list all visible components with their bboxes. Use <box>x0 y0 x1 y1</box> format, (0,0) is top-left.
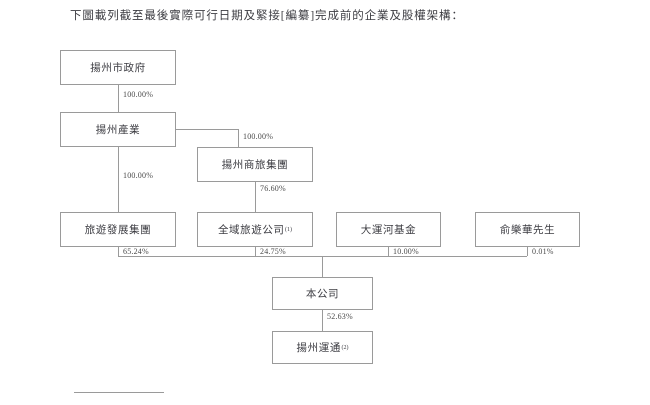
node-label: 全域旅遊公司 <box>217 225 285 236</box>
node-label: 俞樂華先生 <box>499 225 556 236</box>
node-yangzhou-yuntong[interactable]: 揚州運通(2) <box>272 331 373 364</box>
edge-tdg-stub <box>118 247 119 256</box>
node-yangzhou-municipal-government[interactable]: 揚州市政府 <box>60 50 176 85</box>
edge-label-gcf-to-company: 10.00% <box>392 247 420 256</box>
edge-industry-to-btg-vertical <box>238 129 239 158</box>
node-label: 揚州產業 <box>95 125 141 136</box>
edge-label-quanyu-to-company: 24.75% <box>259 247 287 256</box>
edge-label-tdg-to-company: 65.24% <box>122 247 150 256</box>
edge-company-to-yuntong <box>322 310 323 331</box>
node-label: 大運河基金 <box>360 225 417 236</box>
node-grand-canal-fund[interactable]: 大運河基金 <box>336 212 441 247</box>
node-the-company[interactable]: 本公司 <box>272 277 373 310</box>
node-yangzhou-industry[interactable]: 揚州產業 <box>60 112 176 147</box>
edge-label-yu-to-company: 0.01% <box>531 247 555 256</box>
node-label: 本公司 <box>305 289 340 300</box>
edge-industry-to-tdg <box>118 147 119 212</box>
node-label: 揚州市政府 <box>90 63 146 74</box>
intro-paragraph: 下圖載列截至最後實際可行日期及緊接[編纂]完成前的企業及股權架構： <box>70 10 464 22</box>
footnote-separator-rule <box>74 392 164 393</box>
edge-quanyu-stub <box>255 247 256 256</box>
edge-label-gov-to-industry: 100.00% <box>122 90 155 99</box>
edge-btg-to-quanyu <box>255 182 256 212</box>
edge-gcf-stub <box>388 247 389 256</box>
edge-label-industry-to-btg: 100.00% <box>242 132 275 141</box>
node-quanyu-tourism-company[interactable]: 全域旅遊公司(1) <box>197 212 313 247</box>
node-label: 旅遊發展集團 <box>84 225 152 236</box>
edge-industry-to-btg-horizontal <box>176 129 238 130</box>
node-mr-yu-lehua[interactable]: 俞樂華先生 <box>475 212 580 247</box>
node-label: 揚州運通 <box>296 343 341 354</box>
node-yangzhou-business-travel-group[interactable]: 揚州商旅集團 <box>197 147 313 182</box>
edge-bus-to-company <box>322 256 323 281</box>
node-tourism-development-group[interactable]: 旅遊發展集團 <box>60 212 176 247</box>
edge-label-btg-to-quanyu: 76.60% <box>259 184 287 193</box>
node-footnote-marker: (1) <box>285 226 293 233</box>
node-label: 揚州商旅集團 <box>221 160 289 171</box>
edge-label-industry-to-tdg: 100.00% <box>122 171 155 180</box>
edge-gov-to-industry <box>118 85 119 112</box>
edge-yu-stub <box>527 247 528 256</box>
edge-label-company-to-yuntong: 52.63% <box>326 312 354 321</box>
node-footnote-marker: (2) <box>341 344 349 351</box>
